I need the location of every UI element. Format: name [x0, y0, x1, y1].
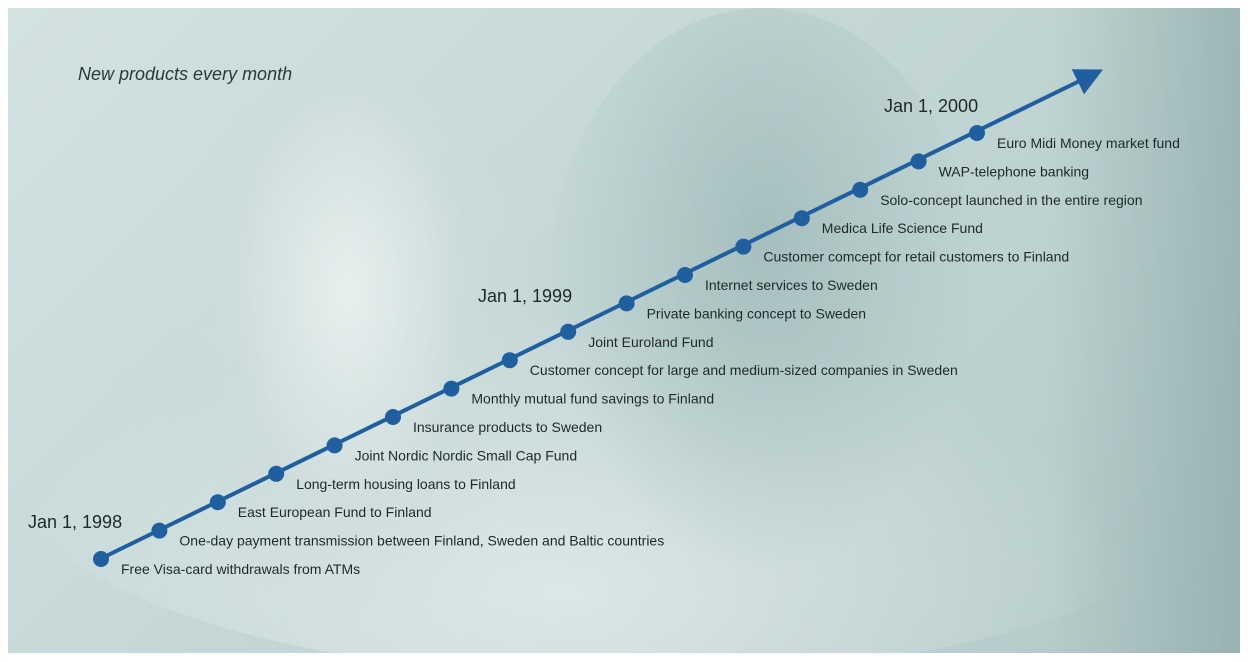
timeline-event: Customer comcept for retail customers to…	[735, 238, 1069, 265]
timeline-event: WAP-telephone banking	[910, 153, 1089, 179]
timeline-event: One-day payment transmission between Fin…	[151, 522, 664, 549]
timeline-event-label: Insurance products to Sweden	[413, 419, 602, 435]
timeline-event: Medica Life Science Fund	[793, 210, 983, 236]
timeline-panel: New products every month Jan 1, 1998 Jan…	[8, 8, 1240, 653]
timeline-event: Free Visa-card withdrawals from ATMs	[93, 551, 360, 577]
timeline-event-label: Private banking concept to Sweden	[647, 305, 866, 321]
timeline-event: Joint Euroland Fund	[560, 323, 714, 350]
timeline-event: Insurance products to Sweden	[385, 409, 602, 435]
timeline-event-marker	[385, 409, 401, 425]
timeline-event: Internet services to Sweden	[677, 267, 878, 293]
timeline-event-marker	[268, 465, 285, 482]
timeline-event-marker	[501, 352, 518, 369]
timeline-event-marker	[735, 238, 752, 255]
timeline-event: Customer concept for large and medium-si…	[501, 352, 958, 378]
timeline-diagram: Jan 1, 1998 Jan 1, 1999 Jan 1, 2000 Free…	[28, 69, 1180, 577]
timeline-event: Monthly mutual fund savings to Finland	[443, 380, 714, 407]
timeline-event-label: Customer comcept for retail customers to…	[763, 249, 1069, 265]
timeline-event-marker	[910, 153, 927, 170]
timeline-event-label: One-day payment transmission between Fin…	[179, 533, 664, 549]
timeline-event-label: WAP-telephone banking	[939, 163, 1089, 179]
timeline-event-label: Joint Euroland Fund	[588, 334, 713, 350]
timeline-event-marker	[151, 522, 168, 539]
timeline-event-label: Medica Life Science Fund	[822, 220, 983, 236]
date-markers: Jan 1, 1998 Jan 1, 1999 Jan 1, 2000	[28, 96, 978, 532]
timeline-event-label: Solo-concept launched in the entire regi…	[880, 192, 1142, 208]
timeline-event: Solo-concept launched in the entire regi…	[852, 181, 1142, 208]
background-photo-figure-right	[548, 8, 978, 568]
timeline-event-label: Monthly mutual fund savings to Finland	[471, 391, 714, 407]
timeline-event-label: East European Fund to Finland	[238, 504, 432, 520]
timeline-events: Free Visa-card withdrawals from ATMs One-…	[93, 125, 1180, 577]
timeline-event-label: Internet services to Sweden	[705, 277, 878, 293]
timeline-event-marker	[618, 295, 635, 312]
background-photo-edge	[1050, 8, 1240, 653]
timeline-event-label: Free Visa-card withdrawals from ATMs	[121, 561, 360, 577]
timeline-event-marker	[852, 181, 869, 198]
date-label-2000: Jan 1, 2000	[884, 96, 978, 116]
timeline-event-marker	[93, 551, 109, 567]
timeline-event: Joint Nordic Nordic Small Cap Fund	[326, 437, 578, 463]
timeline-event-marker	[209, 494, 226, 511]
timeline-event-label: Customer concept for large and medium-si…	[530, 362, 958, 378]
background-photo-figure-left	[158, 68, 538, 628]
timeline-event-marker	[969, 125, 985, 141]
timeline-event-label: Long-term housing loans to Finland	[296, 476, 515, 492]
timeline-event: East European Fund to Finland	[209, 494, 432, 520]
timeline-event-label: Joint Nordic Nordic Small Cap Fund	[355, 447, 578, 463]
timeline-event: Euro Midi Money market fund	[969, 125, 1180, 151]
date-label-1998: Jan 1, 1998	[28, 512, 122, 532]
timeline-axis	[99, 69, 1104, 561]
timeline-event: Long-term housing loans to Finland	[268, 465, 516, 492]
timeline-event: Private banking concept to Sweden	[618, 295, 866, 321]
date-label-1999: Jan 1, 1999	[478, 286, 572, 306]
timeline-event-marker	[443, 380, 460, 397]
timeline-event-marker	[560, 323, 577, 340]
timeline-event-label: Euro Midi Money market fund	[997, 135, 1180, 151]
timeline-event-marker	[793, 210, 810, 227]
timeline-event-marker	[677, 267, 693, 283]
page-title: New products every month	[78, 64, 293, 84]
timeline-event-marker	[326, 437, 343, 454]
